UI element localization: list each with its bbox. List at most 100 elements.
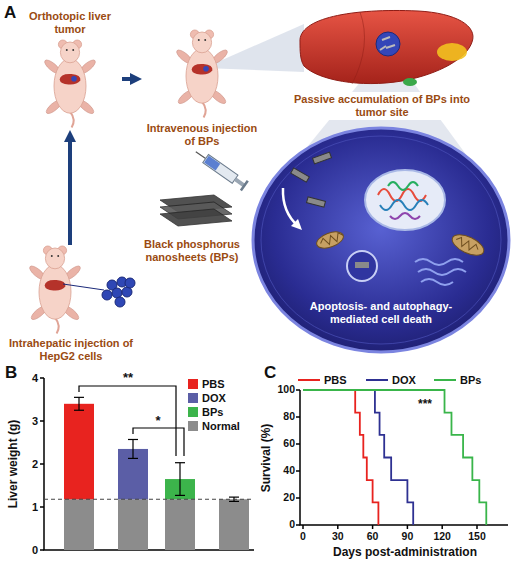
- nucleus: [365, 170, 445, 230]
- tick-label: 4: [32, 372, 38, 384]
- illustration-panel: Intravenous injection of BPs: [142, 28, 262, 148]
- bar-segment: [64, 404, 94, 499]
- node-caption: Passive accumulation of BPs into tumor s…: [282, 92, 482, 120]
- cell-membrane: [261, 136, 501, 344]
- legend-swatch: [188, 379, 198, 389]
- legend-text: DOX: [392, 374, 416, 386]
- error-cap: [175, 462, 185, 463]
- mouse-eye: [198, 39, 200, 41]
- mouse-figure: [28, 246, 83, 334]
- axis-tick: [40, 549, 44, 551]
- node-caption: Intrahepatic injection of HepG2 cells: [6, 337, 136, 363]
- axis-title: Liver weight (g): [7, 420, 20, 509]
- syringe-liquid: [204, 156, 220, 171]
- endoplasmic-reticulum: [421, 279, 453, 285]
- significance-mark: **: [123, 371, 133, 385]
- node-caption: Orthotopic liver tumor: [18, 10, 122, 36]
- mouse-head: [60, 42, 79, 63]
- bar-segment: [165, 499, 195, 550]
- tumor-spot: [71, 76, 77, 82]
- survival-curve: [303, 390, 486, 525]
- node-caption: Black phosphorus nanosheets (BPs): [140, 238, 244, 264]
- mouse-eye: [51, 255, 53, 257]
- bar-segment: [118, 499, 148, 550]
- injection-line: [63, 284, 104, 290]
- axis-tick: [40, 377, 44, 379]
- axis-tick: [296, 443, 300, 445]
- legend-text: BPs: [202, 406, 223, 418]
- mouse-head: [45, 248, 64, 269]
- mouse-body: [39, 265, 71, 319]
- mouse-eye: [72, 49, 74, 51]
- illustration-panel: Intrahepatic injection of HepG2 cells: [6, 245, 136, 363]
- axis-title: Survival (%): [260, 424, 273, 493]
- error-cap: [175, 495, 185, 496]
- panel-letter: B: [5, 364, 17, 383]
- syringe: [192, 147, 248, 192]
- syringe-needle: [196, 152, 206, 159]
- legend-text: Normal: [202, 420, 240, 432]
- hepg2-cell: [122, 287, 132, 297]
- axis-tick: [441, 525, 443, 529]
- mouse-body: [54, 59, 86, 113]
- illustration-panel: Apoptosis- and autophagy-mediated cell d…: [248, 122, 514, 358]
- mitochondrion-cristae: [319, 231, 344, 247]
- axis-tick: [40, 463, 44, 465]
- process-arrow: [122, 77, 131, 81]
- mouse-tail: [55, 318, 59, 334]
- nanosheet-bit: [386, 45, 395, 48]
- mouse-figure: [175, 30, 230, 118]
- liver-tumor: [376, 32, 400, 56]
- significance-bracket: [79, 386, 176, 456]
- axis-tick: [40, 420, 44, 422]
- legend-text: BPs: [460, 374, 481, 386]
- mouse-eye: [204, 39, 206, 41]
- nanosheet: [313, 152, 332, 164]
- gallbladder: [437, 43, 467, 61]
- bar-segment: [219, 499, 249, 550]
- axis-tick: [337, 525, 339, 529]
- error-cap: [74, 397, 84, 398]
- syringe-flange: [240, 180, 249, 191]
- bar-segment: [64, 499, 94, 550]
- significance-bracket: [133, 428, 184, 456]
- error-cap: [128, 458, 138, 459]
- tick-label: 80: [283, 411, 295, 423]
- dna-strand: [380, 200, 428, 210]
- tick-label: 0: [289, 519, 295, 531]
- dna-strand: [390, 213, 420, 219]
- error-cap: [128, 439, 138, 440]
- axis-tick: [296, 524, 300, 526]
- axis-line: [300, 390, 508, 525]
- error-bar: [132, 439, 133, 458]
- mouse-tail: [202, 102, 206, 118]
- legend-text: PBS: [202, 378, 225, 390]
- error-cap: [74, 410, 84, 411]
- mitochondrion: [314, 229, 345, 252]
- hepg2-cell: [115, 297, 125, 307]
- liver-lobe-line: [352, 12, 365, 84]
- error-cap: [229, 501, 239, 502]
- nanosheet-bit: [382, 37, 390, 40]
- autophagosome-cargo: [355, 262, 369, 268]
- mouse-figure: [43, 40, 98, 128]
- tick-label: 2: [32, 458, 38, 470]
- autophagosome: [347, 251, 377, 281]
- axis-tick: [372, 525, 374, 529]
- tick-label: 100: [277, 384, 295, 396]
- uptake-arrowhead: [291, 219, 302, 230]
- cell-body: [253, 128, 509, 352]
- panel-letter: A: [4, 4, 16, 23]
- tick-label: 40: [283, 465, 295, 477]
- line-sample: [434, 379, 456, 381]
- tick-label: 150: [468, 531, 486, 543]
- uptake-arrow: [283, 188, 298, 226]
- panel-letter: C: [264, 364, 276, 383]
- tick-label: 30: [332, 531, 344, 543]
- zoom-cone: [204, 24, 304, 72]
- illustration-panel: Black phosphorus nanosheets (BPs): [140, 192, 244, 264]
- mouse-liver: [192, 64, 213, 75]
- legend-text: PBS: [324, 374, 347, 386]
- line-sample: [366, 379, 388, 381]
